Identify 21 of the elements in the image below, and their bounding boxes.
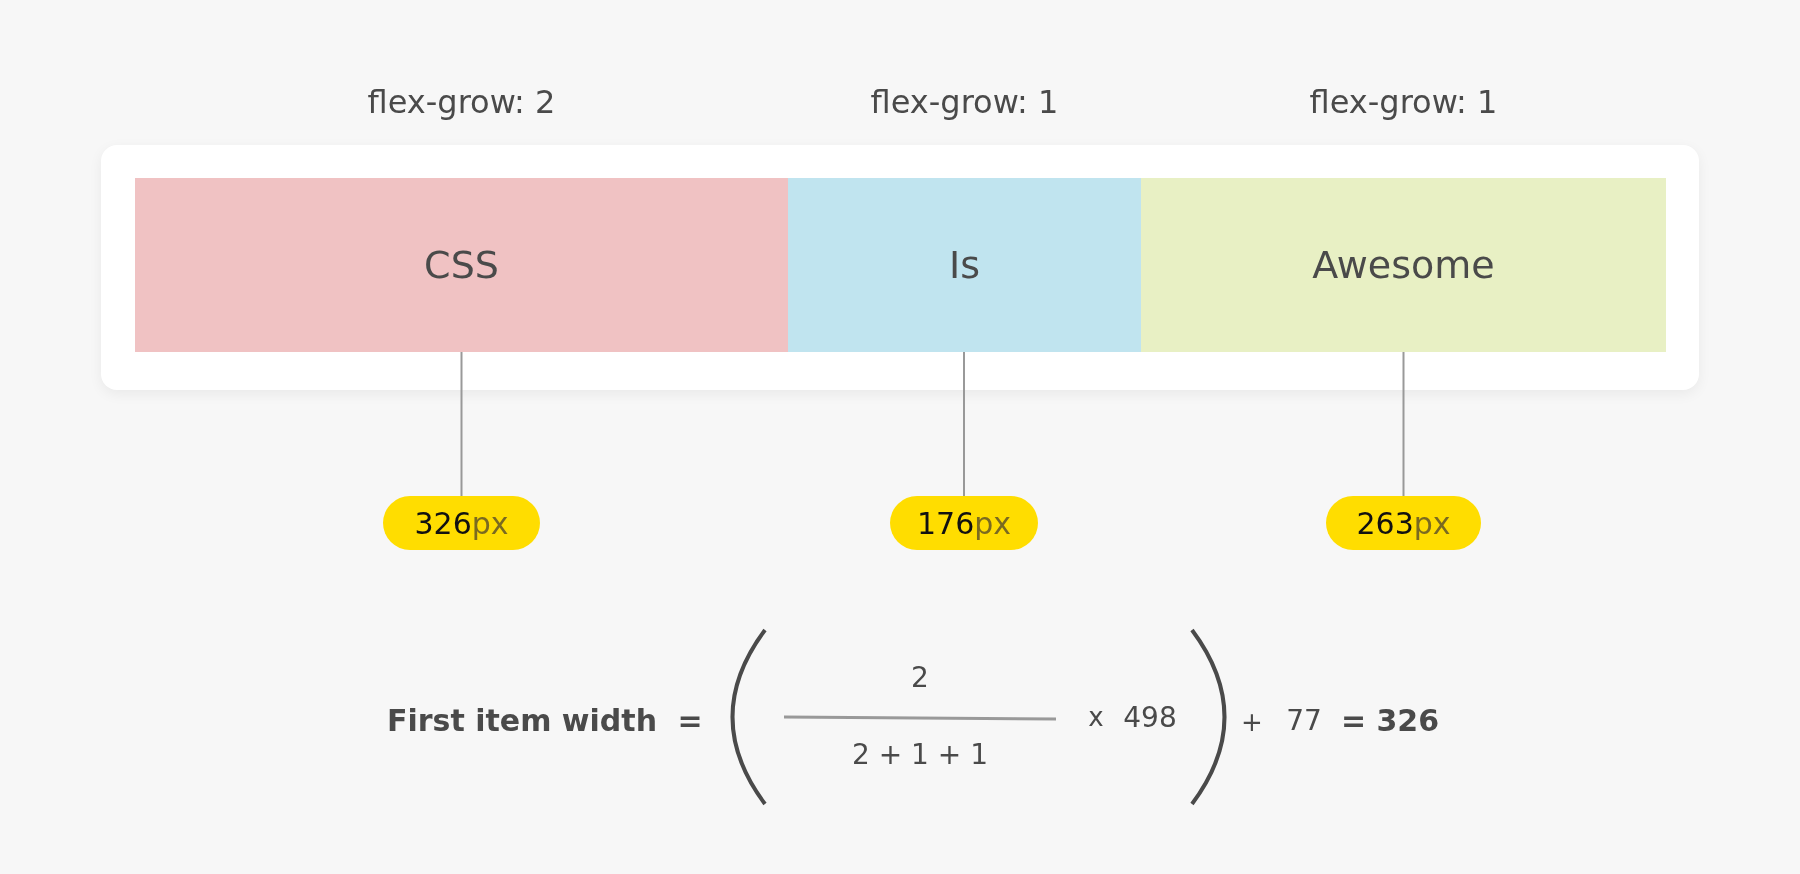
multiply-sign: x	[1088, 702, 1104, 732]
leader-line	[963, 351, 965, 497]
formula-result: = 326	[1340, 702, 1440, 738]
formula-value: 498	[1123, 700, 1177, 734]
width-badge: 176px	[890, 496, 1038, 550]
width-badge: 263px	[1326, 496, 1481, 550]
fraction-denominator: 2 + 1 + 1	[852, 737, 988, 771]
flex-grow-label: flex-grow: 1	[870, 83, 1059, 121]
item-label: Is	[949, 243, 980, 287]
flex-grow-label: flex-grow: 2	[367, 83, 556, 121]
formula-label: First item width	[386, 702, 658, 738]
item-label: Awesome	[1312, 243, 1495, 287]
width-badge: 326px	[383, 496, 540, 550]
flex-grow-label: flex-grow: 1	[1309, 83, 1498, 121]
leader-line	[460, 351, 463, 497]
item-label: CSS	[424, 243, 499, 287]
plus-sign: +	[1241, 707, 1263, 737]
leader-line	[1402, 351, 1405, 497]
formula-value: 77	[1286, 703, 1322, 737]
fraction-numerator: 2	[911, 660, 929, 694]
equals-sign: =	[677, 702, 703, 738]
